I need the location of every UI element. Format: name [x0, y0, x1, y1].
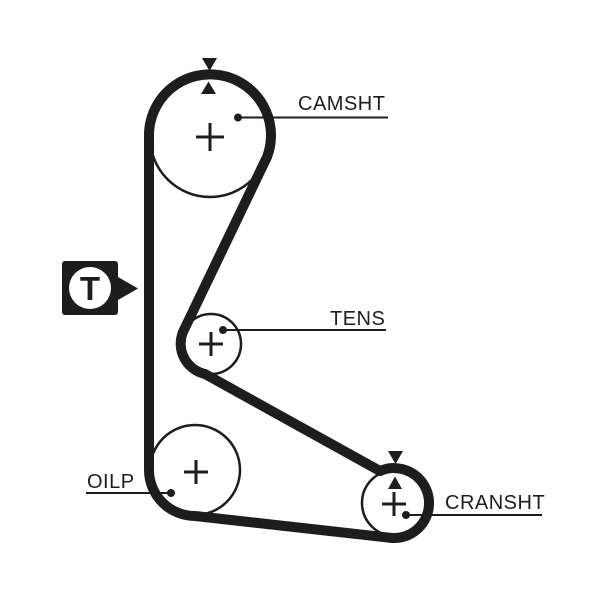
oilp-label: OILP: [87, 471, 135, 493]
cransht-timing-arrow-up-icon: [388, 476, 402, 489]
camsht-pulley-group: CAMSHT: [148, 58, 388, 199]
tens-pulley-group: TENS: [179, 308, 386, 376]
camsht-label: CAMSHT: [298, 93, 385, 115]
timing-mark-badge-pointer-icon: [118, 277, 138, 300]
camsht-leader-dot: [234, 113, 242, 122]
cransht-pulley: [360, 468, 430, 538]
timing-mark-badge-letter: T: [80, 270, 100, 307]
cransht-timing-arrow-down-icon: [388, 451, 403, 464]
timing-mark-badge-circle: [69, 267, 111, 309]
timing-belt: [143, 69, 435, 544]
camsht-pulley: [148, 75, 272, 199]
cransht-center-mark: [382, 492, 406, 516]
tens-pulley: [179, 312, 243, 376]
oilp-center-mark: [184, 460, 208, 484]
tens-label: TENS: [330, 308, 385, 330]
oilp-pulley: [148, 423, 242, 517]
tens-center-mark: [199, 332, 223, 356]
oilp-leader-dot: [167, 489, 175, 497]
tens-leader-dot: [219, 326, 227, 334]
camsht-timing-arrow-down-icon: [202, 58, 217, 71]
camsht-timing-arrow-up-icon: [201, 81, 216, 94]
cransht-pulley-group: CRANSHT: [360, 451, 545, 538]
camsht-center-mark: [196, 123, 224, 151]
oilp-pulley-group: OILP: [86, 423, 242, 517]
timing-mark-badge: T: [62, 261, 138, 315]
cransht-leader-dot: [402, 511, 410, 519]
cransht-label: CRANSHT: [445, 492, 545, 514]
